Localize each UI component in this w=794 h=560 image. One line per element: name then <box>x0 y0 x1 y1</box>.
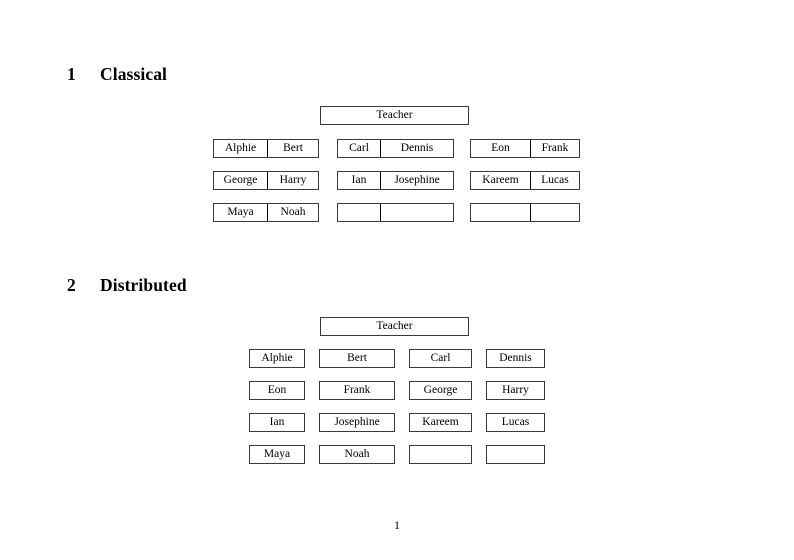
student-cell: Eon <box>491 142 510 154</box>
section-heading-distributed: 2 Distributed <box>67 275 187 296</box>
classical-teacher-box: Teacher <box>320 106 469 125</box>
section-heading-classical: 1 Classical <box>67 64 167 85</box>
student-box: Kareem <box>409 413 472 432</box>
student-cell: Ian <box>351 174 367 186</box>
student-cell-empty <box>338 204 380 221</box>
section-title: Classical <box>100 64 168 84</box>
classical-group-b-row-2: Ian Josephine <box>337 171 454 190</box>
student-box: George <box>409 381 472 400</box>
student-cell: Bert <box>267 140 318 157</box>
page-number: 1 <box>394 520 400 532</box>
student-cell: Lucas <box>530 172 579 189</box>
classical-group-a-row-2: George Harry <box>213 171 319 190</box>
student-box: Dennis <box>486 349 545 368</box>
student-cell-empty <box>380 204 453 221</box>
section-number: 1 <box>67 64 76 84</box>
student-box: Noah <box>319 445 395 464</box>
student-cell: Alphie <box>224 142 257 154</box>
student-box: Carl <box>409 349 472 368</box>
section-title: Distributed <box>100 275 187 295</box>
student-cell: George <box>223 174 258 186</box>
student-box: Frank <box>319 381 395 400</box>
classical-group-c-row-2: Kareem Lucas <box>470 171 580 190</box>
student-box: Eon <box>249 381 305 400</box>
student-cell: Carl <box>349 142 369 154</box>
student-box-empty <box>409 445 472 464</box>
classical-group-a-row-1: Alphie Bert <box>213 139 319 158</box>
student-box: Alphie <box>249 349 305 368</box>
student-cell: Dennis <box>380 140 453 157</box>
student-cell-empty <box>471 204 530 221</box>
section-number: 2 <box>67 275 76 295</box>
student-box: Harry <box>486 381 545 400</box>
classical-group-c-row-1: Eon Frank <box>470 139 580 158</box>
student-cell: Noah <box>267 204 318 221</box>
student-cell: Harry <box>267 172 318 189</box>
student-cell: Frank <box>530 140 579 157</box>
student-box: Lucas <box>486 413 545 432</box>
student-box-empty <box>486 445 545 464</box>
student-box: Maya <box>249 445 305 464</box>
student-cell: Maya <box>227 206 254 218</box>
student-cell-empty <box>530 204 579 221</box>
distributed-teacher-box: Teacher <box>320 317 469 336</box>
classical-group-a-row-3: Maya Noah <box>213 203 319 222</box>
classical-group-b-row-1: Carl Dennis <box>337 139 454 158</box>
student-cell: Kareem <box>482 174 519 186</box>
classical-group-b-row-3 <box>337 203 454 222</box>
student-cell: Josephine <box>380 172 453 189</box>
student-box: Ian <box>249 413 305 432</box>
classical-group-c-row-3 <box>470 203 580 222</box>
student-box: Josephine <box>319 413 395 432</box>
student-box: Bert <box>319 349 395 368</box>
